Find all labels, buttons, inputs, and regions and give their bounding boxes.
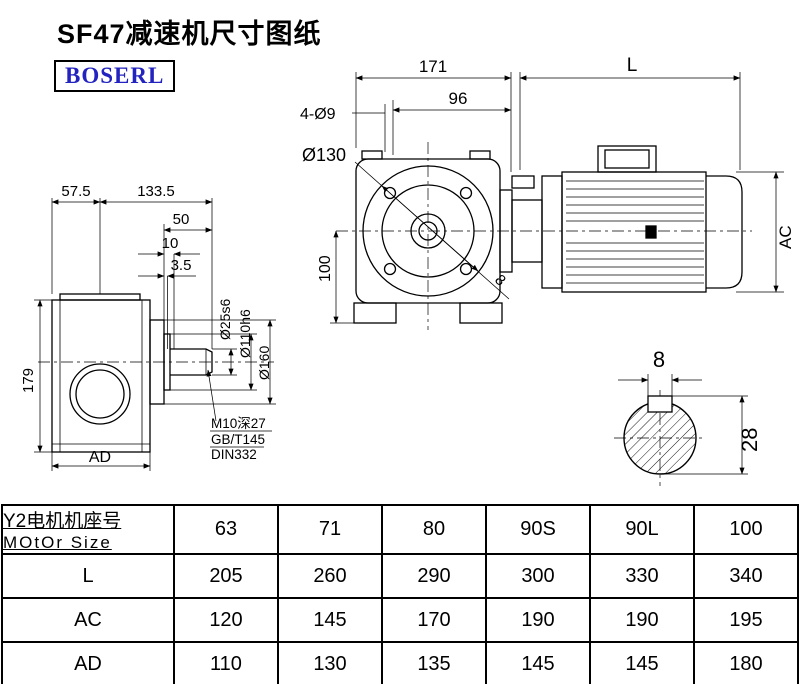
value-cell: 190 — [485, 597, 591, 643]
motor-size-71: 71 — [277, 504, 383, 555]
dimension-table: Y2电机机座号 MOtOr Size 63 71 80 90S 90L 100 … — [1, 504, 799, 684]
dim-57-5-label: 57.5 — [61, 183, 90, 200]
bolt-hole — [459, 262, 473, 276]
value-cell: 145 — [277, 597, 383, 643]
value-cell: 180 — [693, 641, 799, 684]
dim-50-label: 50 — [173, 211, 190, 228]
value-cell: 145 — [589, 641, 695, 684]
value-cell: 290 — [381, 553, 487, 599]
dimension-labels: 171 96 4-Ø9 Ø130 100 8 L AC 57.5 133.5 5… — [20, 55, 795, 466]
dim-10-label: 10 — [162, 235, 179, 252]
row-label-AD: AD — [1, 641, 175, 684]
terminal-box — [597, 145, 657, 173]
motor-size-header-cell: Y2电机机座号 MOtOr Size — [1, 504, 175, 555]
row-label-L: L — [1, 553, 175, 599]
table-row-L: L 205 260 290 300 330 340 — [1, 553, 799, 599]
dim-d160-label: Ø160 — [256, 346, 272, 380]
value-cell: 260 — [277, 553, 383, 599]
dim-133-5-label: 133.5 — [137, 183, 175, 200]
row-label-AC: AC — [1, 597, 175, 643]
motor-fins — [566, 180, 704, 284]
technical-drawing: 171 96 4-Ø9 Ø130 100 8 L AC 57.5 133.5 5… — [20, 55, 795, 486]
shaft-section-view — [623, 395, 697, 475]
note-tap-label: M10深27 — [211, 416, 266, 431]
dim-96-label: 96 — [449, 89, 468, 108]
value-cell: 300 — [485, 553, 591, 599]
motor-size-80: 80 — [381, 504, 487, 555]
value-cell: 195 — [693, 597, 799, 643]
dim-key-height-label: 28 — [737, 428, 762, 452]
value-cell: 145 — [485, 641, 591, 684]
value-cell: 330 — [589, 553, 695, 599]
keyway — [647, 395, 673, 413]
note-gb-label: GB/T145 — [211, 432, 265, 447]
bolt-hole — [383, 262, 397, 276]
table-row-AD: AD 110 130 135 145 145 180 — [1, 641, 799, 684]
dim-d130-label: Ø130 — [302, 145, 346, 165]
value-cell: 340 — [693, 553, 799, 599]
motor-size-label-cn: Y2电机机座号 — [3, 511, 122, 532]
table-row-motor-size: Y2电机机座号 MOtOr Size 63 71 80 90S 90L 100 — [1, 504, 799, 555]
dim-AD-label: AD — [89, 449, 111, 466]
dim-3-5-label: 3.5 — [171, 257, 192, 274]
motor-size-90L: 90L — [589, 504, 695, 555]
brand-logo: BOSERL — [54, 60, 176, 92]
output-shaft — [170, 348, 213, 376]
value-cell: 130 — [277, 641, 383, 684]
dim-4xd9-label: 4-Ø9 — [300, 106, 336, 123]
motor-size-label-en: MOtOr Size — [3, 533, 112, 552]
dimension-lines — [34, 72, 784, 475]
dim-d110h6-label: Ø110h6 — [237, 309, 253, 358]
motor-size-63: 63 — [173, 504, 279, 555]
side-view — [51, 293, 213, 453]
dim-key-width-label: 8 — [653, 347, 665, 372]
front-view — [353, 150, 543, 324]
dim-179-label: 179 — [20, 368, 37, 393]
value-cell: 205 — [173, 553, 279, 599]
dim-100-label: 100 — [317, 255, 334, 282]
value-cell: 170 — [381, 597, 487, 643]
table-row-AC: AC 120 145 170 190 190 195 — [1, 597, 799, 643]
value-cell: 135 — [381, 641, 487, 684]
dim-AC-label: AC — [776, 225, 795, 249]
value-cell: 120 — [173, 597, 279, 643]
motor-size-100: 100 — [693, 504, 799, 555]
mounting-foot — [459, 302, 503, 324]
dim-L-label: L — [627, 55, 638, 76]
input-bore — [69, 363, 131, 425]
value-cell: 110 — [173, 641, 279, 684]
brand-text: BOSERL — [65, 63, 165, 88]
motor-size-90S: 90S — [485, 504, 591, 555]
value-cell: 190 — [589, 597, 695, 643]
mounting-foot — [353, 302, 397, 324]
dim-d25s6-label: Ø25s6 — [217, 299, 233, 340]
page-title: SF47减速机尺寸图纸 — [57, 19, 322, 49]
note-din-label: DIN332 — [211, 447, 257, 462]
dim-171-label: 171 — [419, 57, 447, 76]
drain-plug — [645, 225, 657, 239]
motor-view — [541, 145, 743, 293]
bolt-hole — [459, 186, 473, 200]
